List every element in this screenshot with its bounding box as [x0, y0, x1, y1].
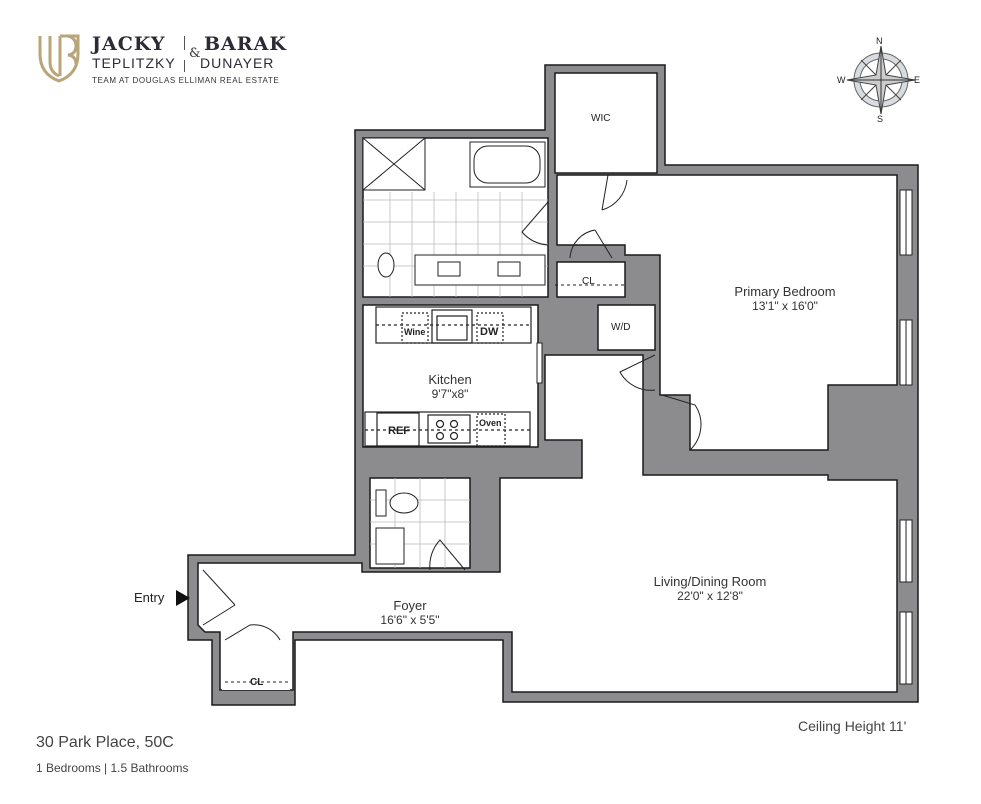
brand-name-dunayer: DUNAYER	[200, 55, 275, 71]
compass-s: S	[877, 114, 884, 124]
label-bedroom-closet: CL	[582, 276, 595, 287]
compass-rose-icon	[846, 45, 916, 115]
label-wic: WIC	[591, 113, 611, 124]
bedroom-closet	[556, 261, 626, 298]
label-washer-dryer: W/D	[611, 322, 631, 333]
label-oven: Oven	[479, 418, 502, 428]
label-kitchen: Kitchen 9'7"x8"	[400, 372, 500, 402]
room-size: 16'6" x 5'5"	[380, 613, 440, 627]
brand-name-teplitzky: TEPLITZKY	[92, 55, 176, 71]
compass-w: W	[837, 75, 846, 85]
powder-room-tiles	[370, 478, 470, 568]
living-foyer	[197, 354, 898, 693]
room-name: Foyer	[393, 598, 427, 613]
brand-tagline: TEAM AT DOUGLAS ELLIMAN REAL ESTATE	[92, 76, 280, 85]
label-dishwasher: DW	[480, 326, 499, 338]
brand-name-jacky: JACKY	[92, 33, 166, 55]
listing-address: 30 Park Place, 50C	[36, 734, 174, 751]
brand-divider	[184, 36, 185, 50]
brand-divider	[184, 60, 185, 72]
windows	[899, 189, 913, 685]
label-refrigerator: REF	[388, 425, 410, 437]
room-name: Living/Dining Room	[653, 574, 767, 589]
shelf-lines	[225, 284, 625, 683]
walk-in-closet	[554, 72, 658, 174]
compass-n: N	[876, 36, 883, 46]
label-primary-bedroom: Primary Bedroom 13'1" x 16'0"	[700, 284, 870, 314]
kitchen-counters	[364, 306, 532, 447]
label-entry: Entry	[134, 590, 165, 605]
washer-dryer-closet	[597, 304, 656, 351]
label-foyer-closet: CL	[250, 677, 264, 688]
label-wine: Wine	[404, 327, 426, 337]
room-name: Kitchen	[428, 372, 472, 387]
label-foyer: Foyer 16'6" x 5'5"	[350, 598, 470, 628]
room-name: Primary Bedroom	[734, 284, 836, 299]
bathroom-fixtures	[362, 137, 548, 297]
entry-arrow-icon	[176, 590, 190, 606]
label-living-dining: Living/Dining Room 22'0" x 12'8"	[630, 574, 790, 604]
room-size: 9'7"x8"	[431, 387, 469, 401]
primary-bedroom	[556, 174, 898, 451]
doors	[202, 174, 702, 641]
listing-details: 1 Bedrooms | 1.5 Bathrooms	[36, 761, 189, 775]
room-size: 13'1" x 16'0"	[752, 299, 818, 313]
ceiling-height: Ceiling Height 11'	[798, 718, 907, 734]
brand-ampersand: &	[189, 46, 201, 61]
brand-logo-icon	[38, 34, 80, 83]
compass-e: E	[914, 75, 921, 85]
room-size: 22'0" x 12'8"	[677, 589, 743, 603]
brand-name-barak: BARAK	[204, 33, 287, 55]
